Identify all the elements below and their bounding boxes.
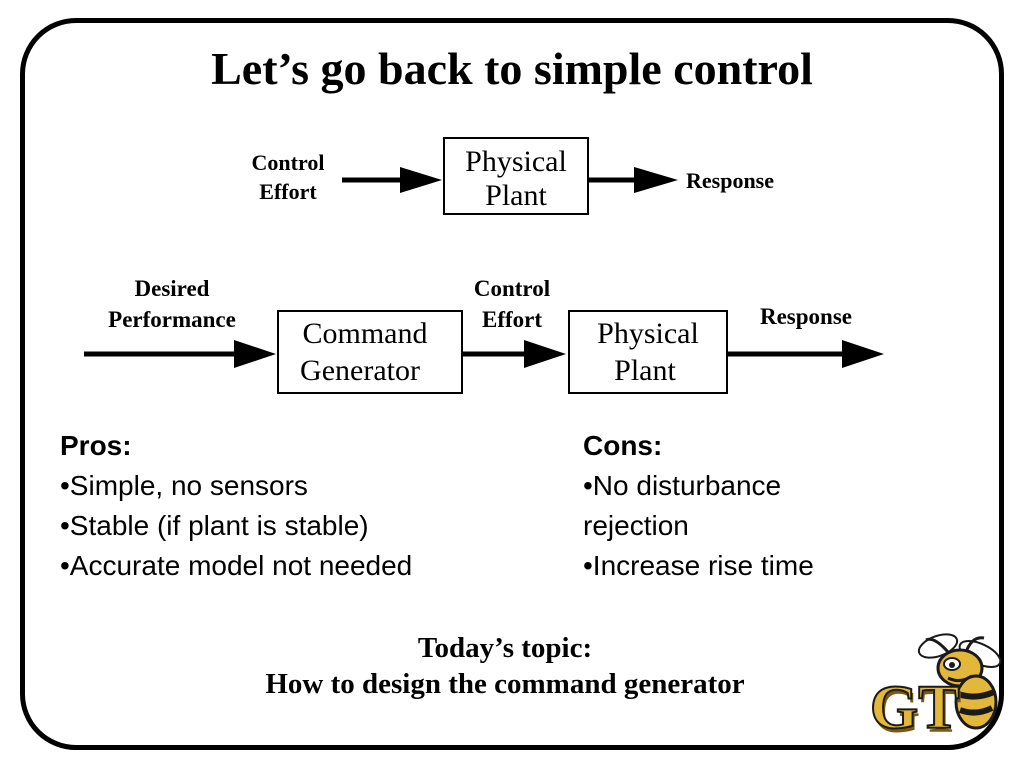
bottom-input-label-line1: Desired	[135, 276, 210, 301]
top-block-line1: Physical	[465, 145, 567, 178]
bottom-mid-label-line2: Effort	[482, 307, 542, 332]
top-input-label-line1: Control	[252, 150, 325, 175]
pros-item: •Simple, no sensors	[60, 470, 308, 501]
top-output-label: Response	[686, 168, 774, 193]
top-input-arrow	[342, 167, 442, 193]
cons-item: •Increase rise time	[583, 550, 814, 581]
command-generator-line1: Command	[303, 317, 428, 350]
todays-topic: Today’s topic: How to design the command…	[0, 630, 1010, 702]
gt-logo-shadow: GT	[872, 678, 962, 746]
top-input-label-line2: Effort	[259, 179, 317, 204]
gt-logo-text: GT	[870, 674, 960, 742]
slide-title: Let’s go back to simple control	[211, 43, 813, 94]
bottom-input-label-line2: Performance	[108, 307, 236, 332]
bottom-physical-plant-block	[568, 310, 728, 394]
pros-list: Pros: •Simple, no sensors •Stable (if pl…	[60, 426, 530, 586]
cons-list: Cons: •No disturbance rejection •Increas…	[583, 426, 883, 586]
top-diagram: Control Effort Physical Plant Response	[252, 137, 774, 215]
command-generator-line2: Generator	[300, 354, 420, 387]
pros-heading: Pros:	[60, 430, 132, 461]
top-output-arrow	[588, 167, 678, 193]
bottom-mid-label-line1: Control	[474, 276, 550, 301]
bottom-output-arrow	[727, 340, 884, 368]
todays-topic-line1: Today’s topic:	[417, 632, 593, 664]
bottom-input-arrow	[84, 340, 276, 368]
cons-item: rejection	[583, 510, 689, 541]
cons-heading: Cons:	[583, 430, 663, 461]
bottom-block2-line1: Physical	[597, 317, 699, 350]
command-generator-block	[277, 310, 463, 394]
top-block-line2: Plant	[485, 179, 547, 212]
bottom-mid-arrow	[462, 340, 566, 368]
top-physical-plant-block	[443, 137, 589, 215]
todays-topic-line2: How to design the command generator	[265, 668, 745, 700]
pros-item: •Stable (if plant is stable)	[60, 510, 369, 541]
bottom-block2-line2: Plant	[614, 354, 676, 387]
cons-item: •No disturbance	[583, 470, 782, 501]
yellow-jacket-mascot-icon: GT GT	[869, 633, 1002, 746]
bottom-diagram: Desired Performance Command Generator Co…	[84, 276, 884, 394]
bottom-output-label: Response	[760, 304, 852, 329]
pros-item: •Accurate model not needed	[60, 550, 413, 581]
